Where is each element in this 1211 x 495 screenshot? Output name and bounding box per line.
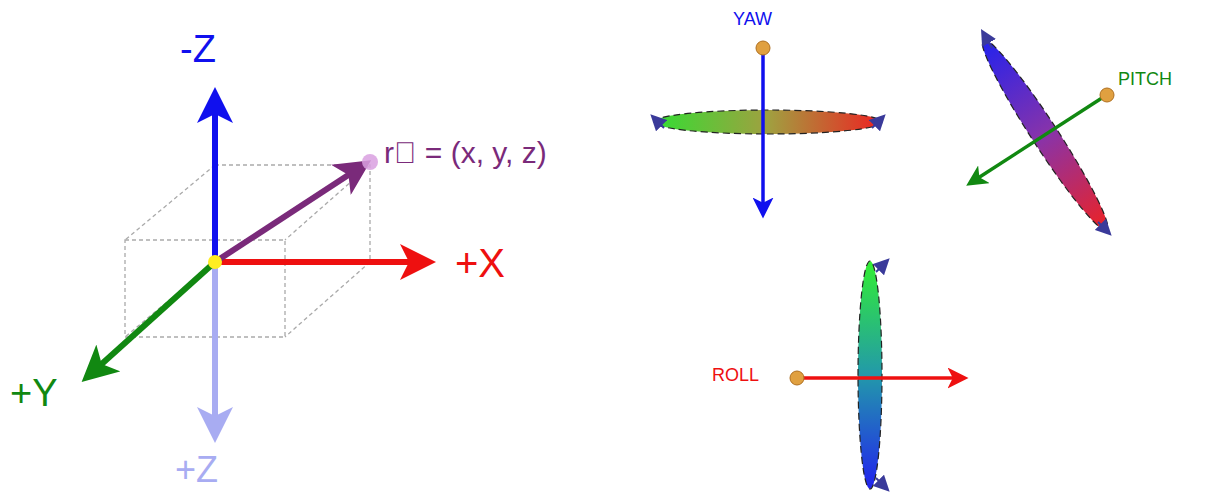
roll-rotation (790, 261, 958, 489)
position-vector (215, 170, 356, 262)
vector-label: r⃗ = (x, y, z) (384, 138, 547, 168)
rotation-label: ROLL (712, 366, 759, 384)
y-axis (95, 262, 215, 370)
axis-label: +X (455, 243, 505, 283)
origin-dot (208, 255, 222, 269)
rotation-label: YAW (733, 10, 772, 28)
axis-label: -Z (180, 30, 216, 68)
minus-z-axis (212, 105, 218, 262)
vector-tip (362, 154, 378, 170)
yaw-rotation (654, 41, 882, 208)
pitch-rotation (972, 32, 1118, 237)
axis-label: +Z (175, 452, 218, 488)
rotation-label: PITCH (1118, 70, 1172, 88)
plus-z-axis (212, 262, 218, 425)
axis-label: +Y (10, 374, 58, 412)
x-axis (215, 259, 418, 265)
